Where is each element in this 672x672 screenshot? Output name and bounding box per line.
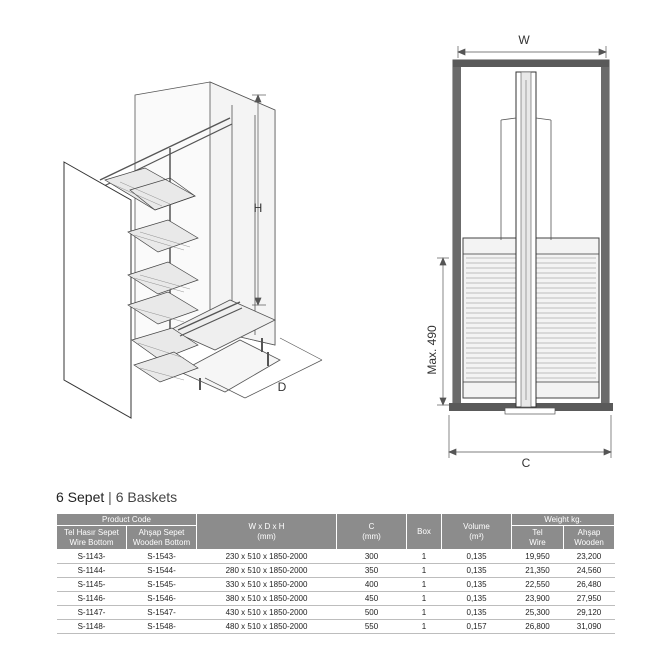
header-c-text: C (mm) <box>362 521 381 541</box>
header-wire-bottom: Tel Hasır Sepet Wire Bottom <box>56 525 127 550</box>
header-weight-wire: Tel Wire <box>511 525 565 550</box>
section-title: 6 Sepet | 6 Baskets <box>56 489 177 505</box>
front-elevation-drawing <box>437 46 613 458</box>
cell-weight-wire: 23,900 <box>511 591 564 606</box>
table-row: S-1144- S-1544- 280 x 510 x 1850-2000 35… <box>56 563 615 578</box>
cell-wdh: 280 x 510 x 1850-2000 <box>196 563 337 578</box>
cell-box: 1 <box>406 577 442 592</box>
header-box: Box <box>406 513 443 550</box>
cell-weight-wire: 22,550 <box>511 577 564 592</box>
cell-weight-wooden: 29,120 <box>563 605 615 620</box>
cell-weight-wire: 25,300 <box>511 605 564 620</box>
header-wire-bottom-text: Tel Hasır Sepet Wire Bottom <box>64 527 119 547</box>
cell-volume: 0,135 <box>441 549 512 564</box>
section-title-separator: | <box>108 489 112 505</box>
table-row: S-1143- S-1543- 230 x 510 x 1850-2000 30… <box>56 549 615 564</box>
cell-wire-code: S-1143- <box>56 549 127 564</box>
header-product-code: Product Code <box>55 513 198 526</box>
cell-weight-wire: 19,950 <box>511 549 564 564</box>
header-wdh-text: W x D x H (mm) <box>248 521 285 541</box>
cell-wdh: 230 x 510 x 1850-2000 <box>196 549 337 564</box>
cell-c: 500 <box>336 605 407 620</box>
cell-box: 1 <box>406 619 442 634</box>
cell-weight-wire: 26,800 <box>511 619 564 634</box>
h-dimension-label: H <box>254 201 263 215</box>
h-dimension-line <box>252 94 266 306</box>
cell-c: 550 <box>336 619 407 634</box>
cell-wdh: 480 x 510 x 1850-2000 <box>196 619 337 634</box>
cell-c: 350 <box>336 563 407 578</box>
cell-volume: 0,135 <box>441 605 512 620</box>
cell-wdh: 430 x 510 x 1850-2000 <box>196 605 337 620</box>
d-dimension-label: D <box>278 380 287 394</box>
cell-box: 1 <box>406 563 442 578</box>
cell-box: 1 <box>406 605 442 620</box>
header-weight: Weight kg. <box>511 513 616 526</box>
header-c: C (mm) <box>336 513 408 550</box>
cell-c: 300 <box>336 549 407 564</box>
cell-wooden-code: S-1544- <box>126 563 197 578</box>
cell-c: 450 <box>336 591 407 606</box>
header-wooden-bottom-text: Ahşap Sepet Wooden Bottom <box>132 527 191 547</box>
technical-drawings: H D <box>63 33 613 470</box>
cell-wire-code: S-1148- <box>56 619 127 634</box>
header-weight-wire-text: Tel Wire <box>529 527 546 547</box>
cell-c: 400 <box>336 577 407 592</box>
cell-wire-code: S-1147- <box>56 605 127 620</box>
header-volume-text: Volume (m³) <box>463 521 490 541</box>
cell-wire-code: S-1144- <box>56 563 127 578</box>
cell-box: 1 <box>406 549 442 564</box>
cell-wire-code: S-1145- <box>56 577 127 592</box>
table-row: S-1145- S-1545- 330 x 510 x 1850-2000 40… <box>56 577 615 592</box>
header-wooden-bottom: Ahşap Sepet Wooden Bottom <box>125 525 198 550</box>
header-weight-wooden-text: Ahşap Wooden <box>574 527 604 547</box>
cell-volume: 0,135 <box>441 591 512 606</box>
header-wdh: W x D x H (mm) <box>196 513 338 550</box>
cell-weight-wooden: 27,950 <box>563 591 615 606</box>
header-weight-wooden: Ahşap Wooden <box>563 525 616 550</box>
header-volume: Volume (m³) <box>441 513 513 550</box>
cell-weight-wooden: 26,480 <box>563 577 615 592</box>
cabinet-isometric-drawing <box>63 81 281 419</box>
section-title-en: 6 Baskets <box>115 489 178 505</box>
spec-table: Product Code W x D x H (mm) C (mm) Box V… <box>55 513 616 634</box>
cell-wdh: 380 x 510 x 1850-2000 <box>196 591 337 606</box>
section-title-tr: 6 Sepet <box>56 489 105 505</box>
cell-wooden-code: S-1543- <box>126 549 197 564</box>
cell-weight-wooden: 31,090 <box>563 619 615 634</box>
w-dimension-label: W <box>518 33 530 47</box>
cell-wooden-code: S-1546- <box>126 591 197 606</box>
cell-wooden-code: S-1547- <box>126 605 197 620</box>
cell-wdh: 330 x 510 x 1850-2000 <box>196 577 337 592</box>
cell-weight-wooden: 23,200 <box>563 549 615 564</box>
cell-volume: 0,135 <box>441 563 512 578</box>
max-height-label: Max. 490 <box>425 325 439 375</box>
cell-box: 1 <box>406 591 442 606</box>
cell-wire-code: S-1146- <box>56 591 127 606</box>
table-row: S-1147- S-1547- 430 x 510 x 1850-2000 50… <box>56 605 615 620</box>
cell-wooden-code: S-1545- <box>126 577 197 592</box>
d-dimension-line <box>204 337 323 399</box>
table-row: S-1148- S-1548- 480 x 510 x 1850-2000 55… <box>56 619 615 634</box>
cell-volume: 0,157 <box>441 619 512 634</box>
table-row: S-1146- S-1546- 380 x 510 x 1850-2000 45… <box>56 591 615 606</box>
c-dimension-label: C <box>522 456 531 470</box>
cell-volume: 0,135 <box>441 577 512 592</box>
cell-weight-wire: 21,350 <box>511 563 564 578</box>
cell-wooden-code: S-1548- <box>126 619 197 634</box>
cell-weight-wooden: 24,560 <box>563 563 615 578</box>
